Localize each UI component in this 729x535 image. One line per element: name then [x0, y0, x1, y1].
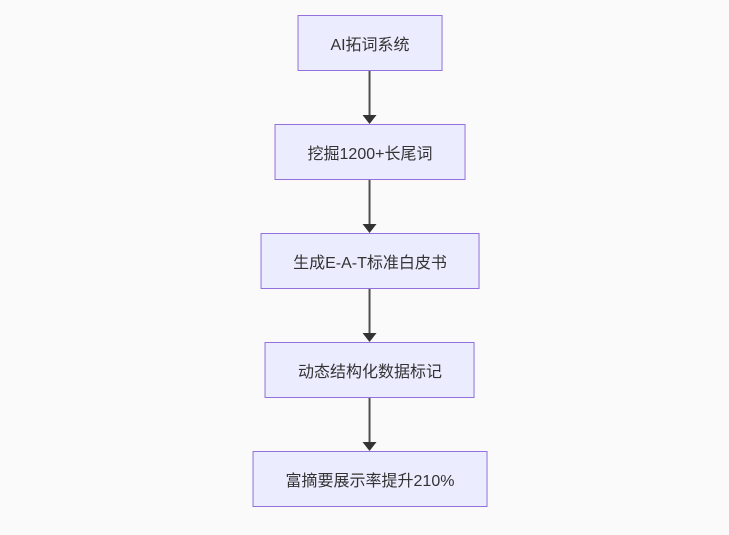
- flow-node-longtail-mining: 挖掘1200+长尾词: [274, 124, 466, 180]
- flow-node-eat-whitepaper: 生成E-A-T标准白皮书: [260, 233, 480, 289]
- flow-node-ai-word-expansion: AI拓词系统: [297, 15, 443, 71]
- flow-node-label: AI拓词系统: [330, 37, 410, 54]
- arrow-head-icon: [363, 115, 377, 124]
- flow-node-label: 富摘要展示率提升210%: [285, 473, 455, 490]
- arrow-line: [369, 398, 371, 443]
- arrow-line: [369, 289, 371, 334]
- flow-arrow-1: [363, 71, 377, 124]
- arrow-line: [369, 180, 371, 225]
- flow-node-label: 动态结构化数据标记: [297, 364, 442, 381]
- flow-arrow-3: [363, 289, 377, 342]
- flow-arrow-4: [363, 398, 377, 451]
- flow-arrow-2: [363, 180, 377, 233]
- flowchart: AI拓词系统 挖掘1200+长尾词 生成E-A-T标准白皮书 动态结构化数据标记: [252, 15, 488, 507]
- arrow-line: [369, 71, 371, 116]
- flow-node-label: 挖掘1200+长尾词: [307, 146, 433, 163]
- arrow-head-icon: [363, 224, 377, 233]
- arrow-head-icon: [363, 333, 377, 342]
- flow-node-label: 生成E-A-T标准白皮书: [293, 255, 447, 272]
- flow-node-structured-data-markup: 动态结构化数据标记: [264, 342, 475, 398]
- arrow-head-icon: [363, 442, 377, 451]
- flow-node-rich-snippet-result: 富摘要展示率提升210%: [252, 451, 488, 507]
